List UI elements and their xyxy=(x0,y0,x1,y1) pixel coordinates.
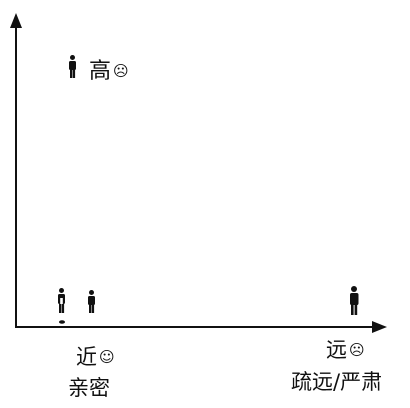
high-text: 高 xyxy=(89,59,112,84)
x-axis-arrowhead xyxy=(372,321,387,333)
person-icon xyxy=(69,55,76,78)
near-label: 近☺ xyxy=(76,347,115,368)
near-sublabel: 亲密 xyxy=(68,376,110,400)
far-label: 远☹ xyxy=(326,340,365,361)
high-label: 高☹ xyxy=(89,61,129,83)
frown-face-icon: ☹ xyxy=(349,341,365,359)
y-axis xyxy=(10,13,22,328)
near-text: 近 xyxy=(76,345,97,369)
x-axis xyxy=(15,321,387,333)
far-sublabel: 疏远/严肃 xyxy=(291,370,383,394)
person-icon xyxy=(350,286,359,315)
y-axis-arrowhead xyxy=(10,13,22,28)
far-text: 远 xyxy=(326,338,347,362)
person-icon xyxy=(88,290,95,313)
neutral-face-icon: ☹ xyxy=(113,62,129,80)
smile-face-icon: ☺ xyxy=(99,348,115,366)
speaker-icon xyxy=(58,288,65,324)
